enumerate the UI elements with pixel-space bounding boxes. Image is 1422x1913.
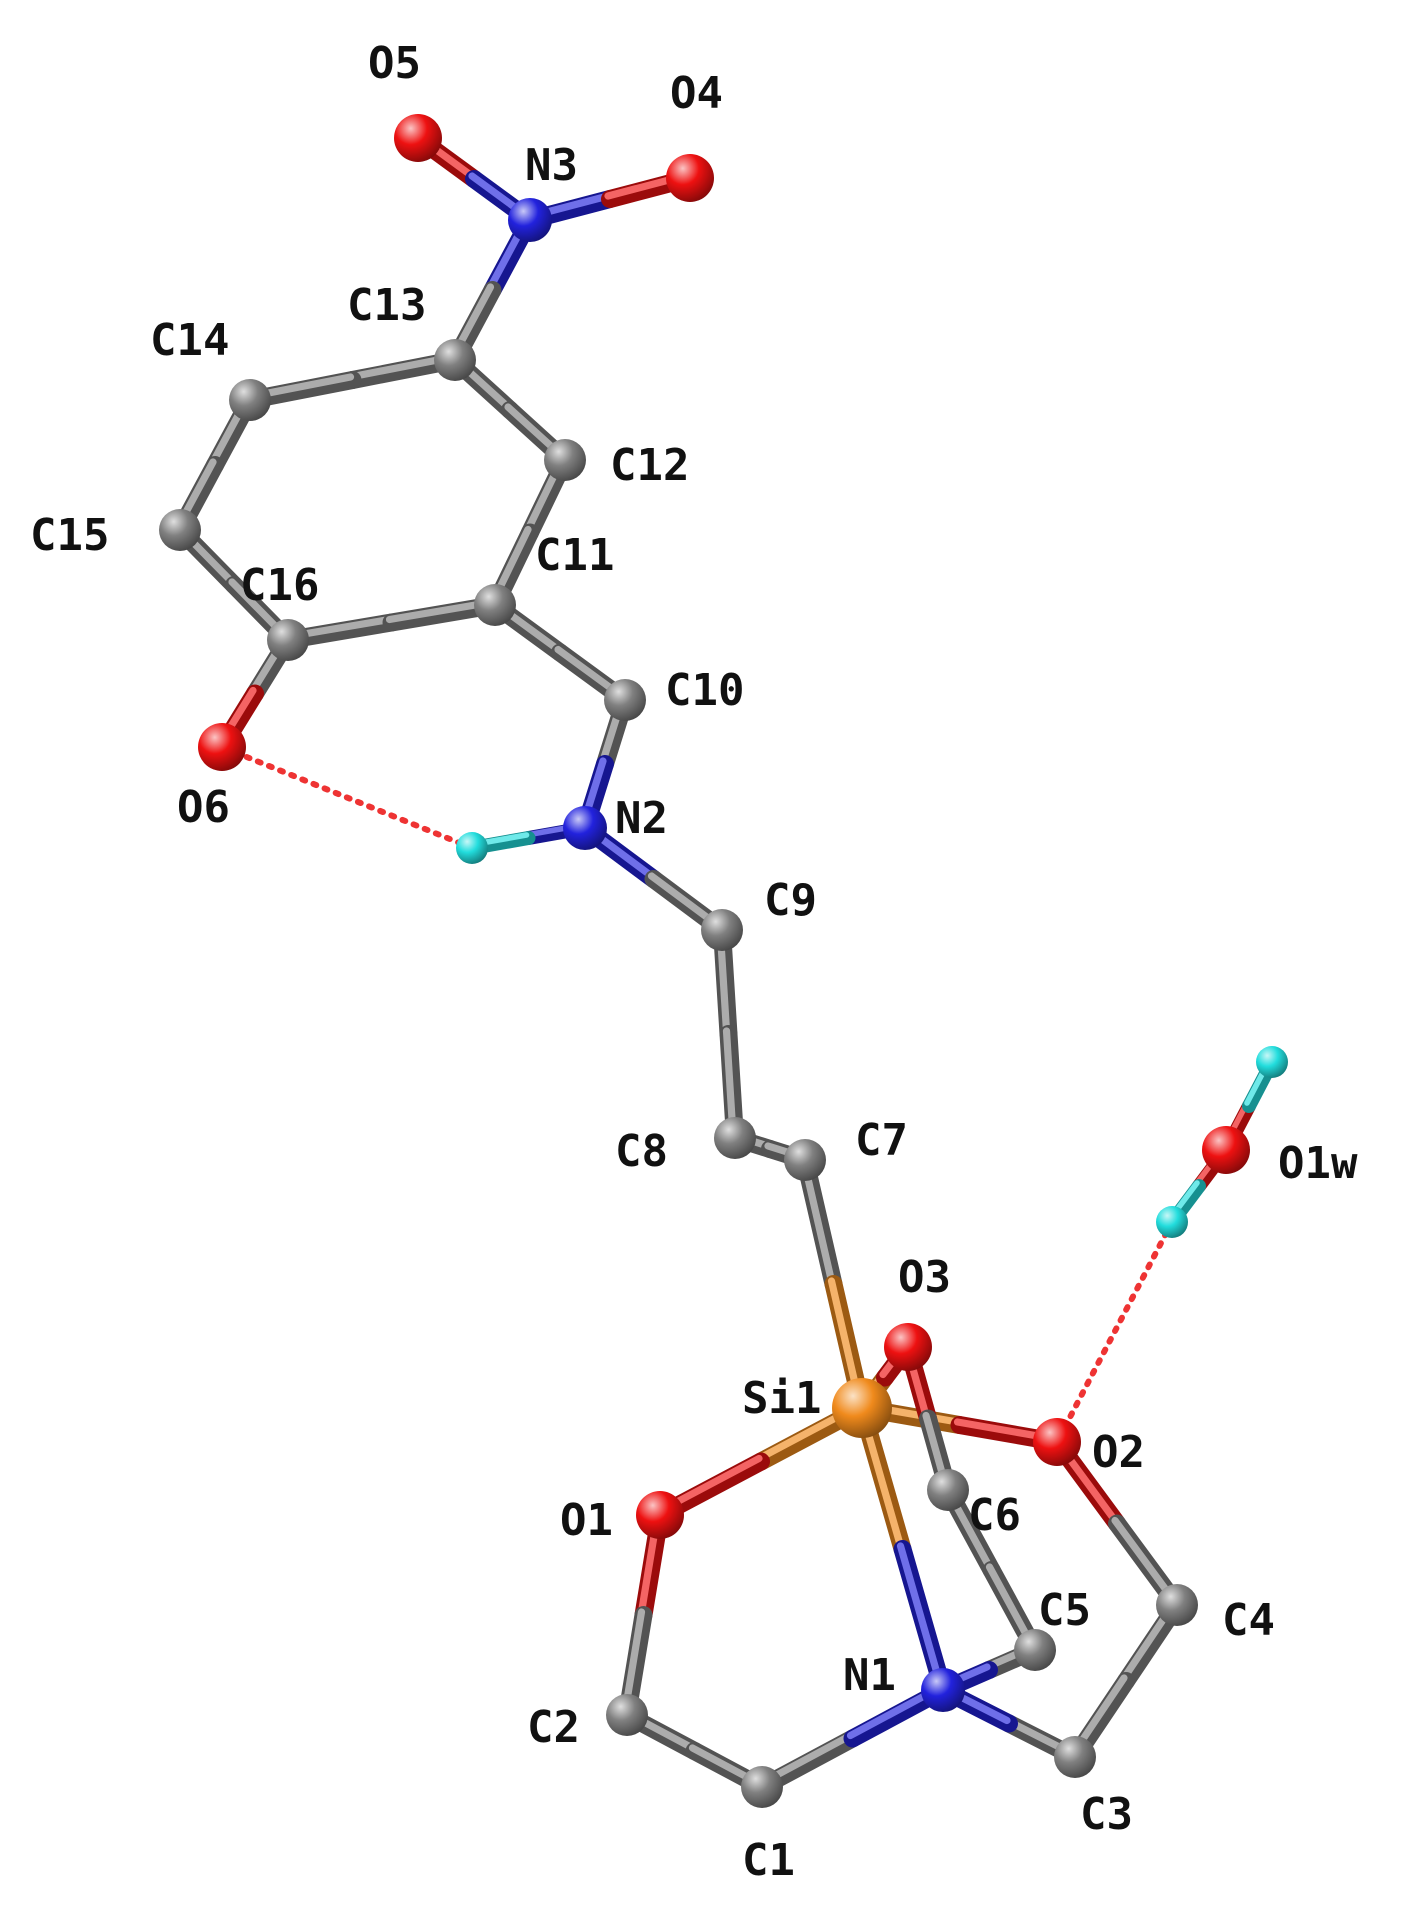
atom-label-O6: O6 bbox=[177, 782, 230, 833]
bond-O1-C2 bbox=[618, 1506, 669, 1724]
atom-label-C2: C2 bbox=[527, 1702, 580, 1753]
atom-label-Si1: Si1 bbox=[742, 1373, 821, 1424]
atom-label-O5: O5 bbox=[368, 38, 421, 89]
bond-C1-N1 bbox=[753, 1681, 952, 1796]
atom-label-C5: C5 bbox=[1038, 1585, 1091, 1636]
atom-O3 bbox=[884, 1323, 932, 1371]
atom-C14 bbox=[229, 379, 271, 421]
atom-O2 bbox=[1033, 1418, 1081, 1466]
atom-label-N2: N2 bbox=[615, 793, 668, 844]
atom-layer bbox=[159, 114, 1288, 1808]
atom-label-N3: N3 bbox=[525, 140, 578, 191]
atom-label-C13: C13 bbox=[347, 280, 426, 331]
atom-C2 bbox=[606, 1694, 648, 1736]
bond-C13-C14 bbox=[241, 351, 464, 409]
atom-label-C16: C16 bbox=[240, 560, 319, 611]
atom-C7 bbox=[784, 1139, 826, 1181]
atom-O1w bbox=[1202, 1126, 1250, 1174]
atom-O5 bbox=[394, 114, 442, 162]
atom-C3 bbox=[1054, 1736, 1096, 1778]
atom-label-C14: C14 bbox=[150, 315, 229, 366]
atom-label-O1: O1 bbox=[560, 1495, 613, 1546]
atom-C11 bbox=[474, 584, 516, 626]
atom-label-C7: C7 bbox=[855, 1115, 908, 1166]
bond-C11-C10 bbox=[486, 596, 634, 709]
atom-C5 bbox=[1014, 1629, 1056, 1671]
atom-O6 bbox=[198, 723, 246, 771]
atom-label-C11: C11 bbox=[535, 530, 614, 581]
atom-H2 bbox=[456, 832, 488, 864]
atom-C15 bbox=[159, 509, 201, 551]
atom-N3 bbox=[508, 198, 552, 242]
hydrogen-bond-Hw2-O2 bbox=[1054, 1219, 1175, 1445]
atom-label-C8: C8 bbox=[615, 1126, 668, 1177]
atom-label-O4: O4 bbox=[670, 68, 723, 119]
bond-C7-Si1 bbox=[796, 1151, 871, 1417]
bond-Si1-N1 bbox=[853, 1399, 952, 1699]
atom-C4 bbox=[1156, 1584, 1198, 1626]
hydrogen-bond-H2-O6 bbox=[219, 744, 475, 851]
atom-label-C1: C1 bbox=[742, 1835, 795, 1886]
atom-label-N1: N1 bbox=[843, 1650, 896, 1701]
bond-layer bbox=[171, 129, 1279, 1796]
atom-C6 bbox=[927, 1469, 969, 1511]
atom-label-O1w: O1w bbox=[1278, 1138, 1358, 1189]
atom-N2 bbox=[563, 806, 607, 850]
atom-label-C6: C6 bbox=[968, 1490, 1021, 1541]
atom-Hw2 bbox=[1156, 1206, 1188, 1238]
atom-C16 bbox=[267, 619, 309, 661]
bond-C9-C8 bbox=[713, 921, 744, 1147]
atom-C8 bbox=[714, 1117, 756, 1159]
atom-label-C10: C10 bbox=[665, 665, 744, 716]
atom-label-C15: C15 bbox=[30, 510, 109, 561]
atom-label-C12: C12 bbox=[610, 440, 689, 491]
hydrogen-bond-layer bbox=[219, 744, 1175, 1445]
atom-C10 bbox=[604, 679, 646, 721]
atom-C1 bbox=[741, 1766, 783, 1808]
atom-label-C3: C3 bbox=[1080, 1789, 1133, 1840]
atom-label-C9: C9 bbox=[764, 875, 817, 926]
atom-label-O3: O3 bbox=[898, 1252, 951, 1303]
atom-C9 bbox=[701, 909, 743, 951]
atom-label-C4: C4 bbox=[1222, 1595, 1275, 1646]
atom-Si1 bbox=[832, 1378, 892, 1438]
atom-O4 bbox=[666, 154, 714, 202]
atom-label-O2: O2 bbox=[1092, 1427, 1145, 1478]
atom-O1 bbox=[636, 1491, 684, 1539]
atom-Hw1 bbox=[1256, 1046, 1288, 1078]
atom-C12 bbox=[544, 439, 586, 481]
atom-C13 bbox=[434, 339, 476, 381]
atom-N1 bbox=[921, 1668, 965, 1712]
